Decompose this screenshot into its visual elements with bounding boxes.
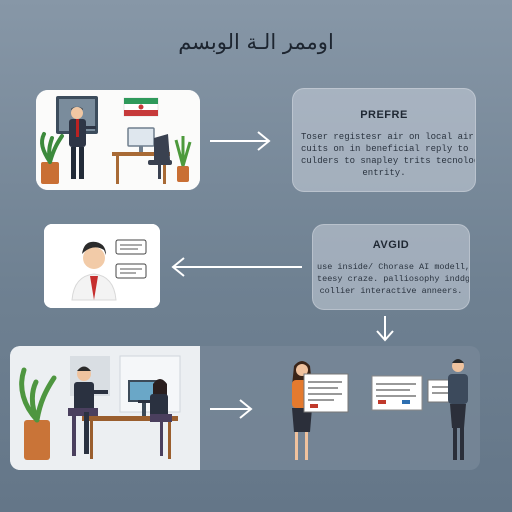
- bottom-panel: [10, 346, 480, 470]
- user-avatar: [71, 241, 117, 301]
- presenter-man: [448, 359, 468, 460]
- presentation-board: [371, 375, 423, 411]
- office-illustration: [36, 90, 200, 190]
- plant-icon: [19, 367, 57, 460]
- office-illustration-card: [36, 90, 200, 190]
- seated-woman: [138, 379, 172, 456]
- presenter-man: [69, 106, 96, 179]
- seated-man: [68, 366, 108, 456]
- desk: [112, 152, 170, 156]
- meeting-illustration-card: [10, 346, 200, 470]
- monitor-icon: [127, 127, 155, 152]
- card-line: collier interactive anneers.: [319, 286, 463, 296]
- page-title: اوممر الـة الوبسم: [178, 30, 334, 54]
- arrow-right-icon: [210, 131, 271, 151]
- arrow-left-icon: [171, 257, 302, 277]
- presentation-board: [303, 373, 349, 413]
- arrow-down-icon: [376, 316, 394, 342]
- meeting-illustration: [10, 346, 200, 470]
- chat-illustration-card: [44, 224, 160, 308]
- meeting-table: [82, 416, 178, 421]
- card-line: teesy craze. palliosophy inddge: [317, 274, 470, 284]
- card-body: Toser registesr air on local air yist cu…: [301, 131, 476, 179]
- chat-illustration: [44, 224, 160, 308]
- info-card-avgid: AVGID use inside/ Chorase AI modell, tee…: [312, 224, 470, 310]
- card-line: entrity.: [362, 168, 406, 178]
- card-line: culders to snapley trits tecnology: [301, 156, 476, 166]
- chat-bubble: [115, 239, 147, 255]
- flag-icon: [123, 97, 159, 117]
- info-card-prefre: PREFRE Toser registesr air on local air …: [292, 88, 476, 192]
- card-line: Toser registesr air on local air yist: [301, 132, 475, 142]
- card-heading: AVGID: [372, 239, 410, 251]
- card-body: use inside/ Chorase AI modell, teesy cra…: [317, 261, 470, 297]
- card-line: cuits on in beneficial reply to lighital…: [301, 144, 475, 154]
- presenters-illustration: [292, 359, 468, 460]
- arrow-right-icon: [210, 399, 253, 419]
- card-heading: PREFRE: [360, 109, 408, 121]
- chat-bubble: [115, 263, 147, 279]
- plant-icon: [40, 132, 64, 184]
- card-line: use inside/ Chorase AI modell,: [317, 262, 470, 272]
